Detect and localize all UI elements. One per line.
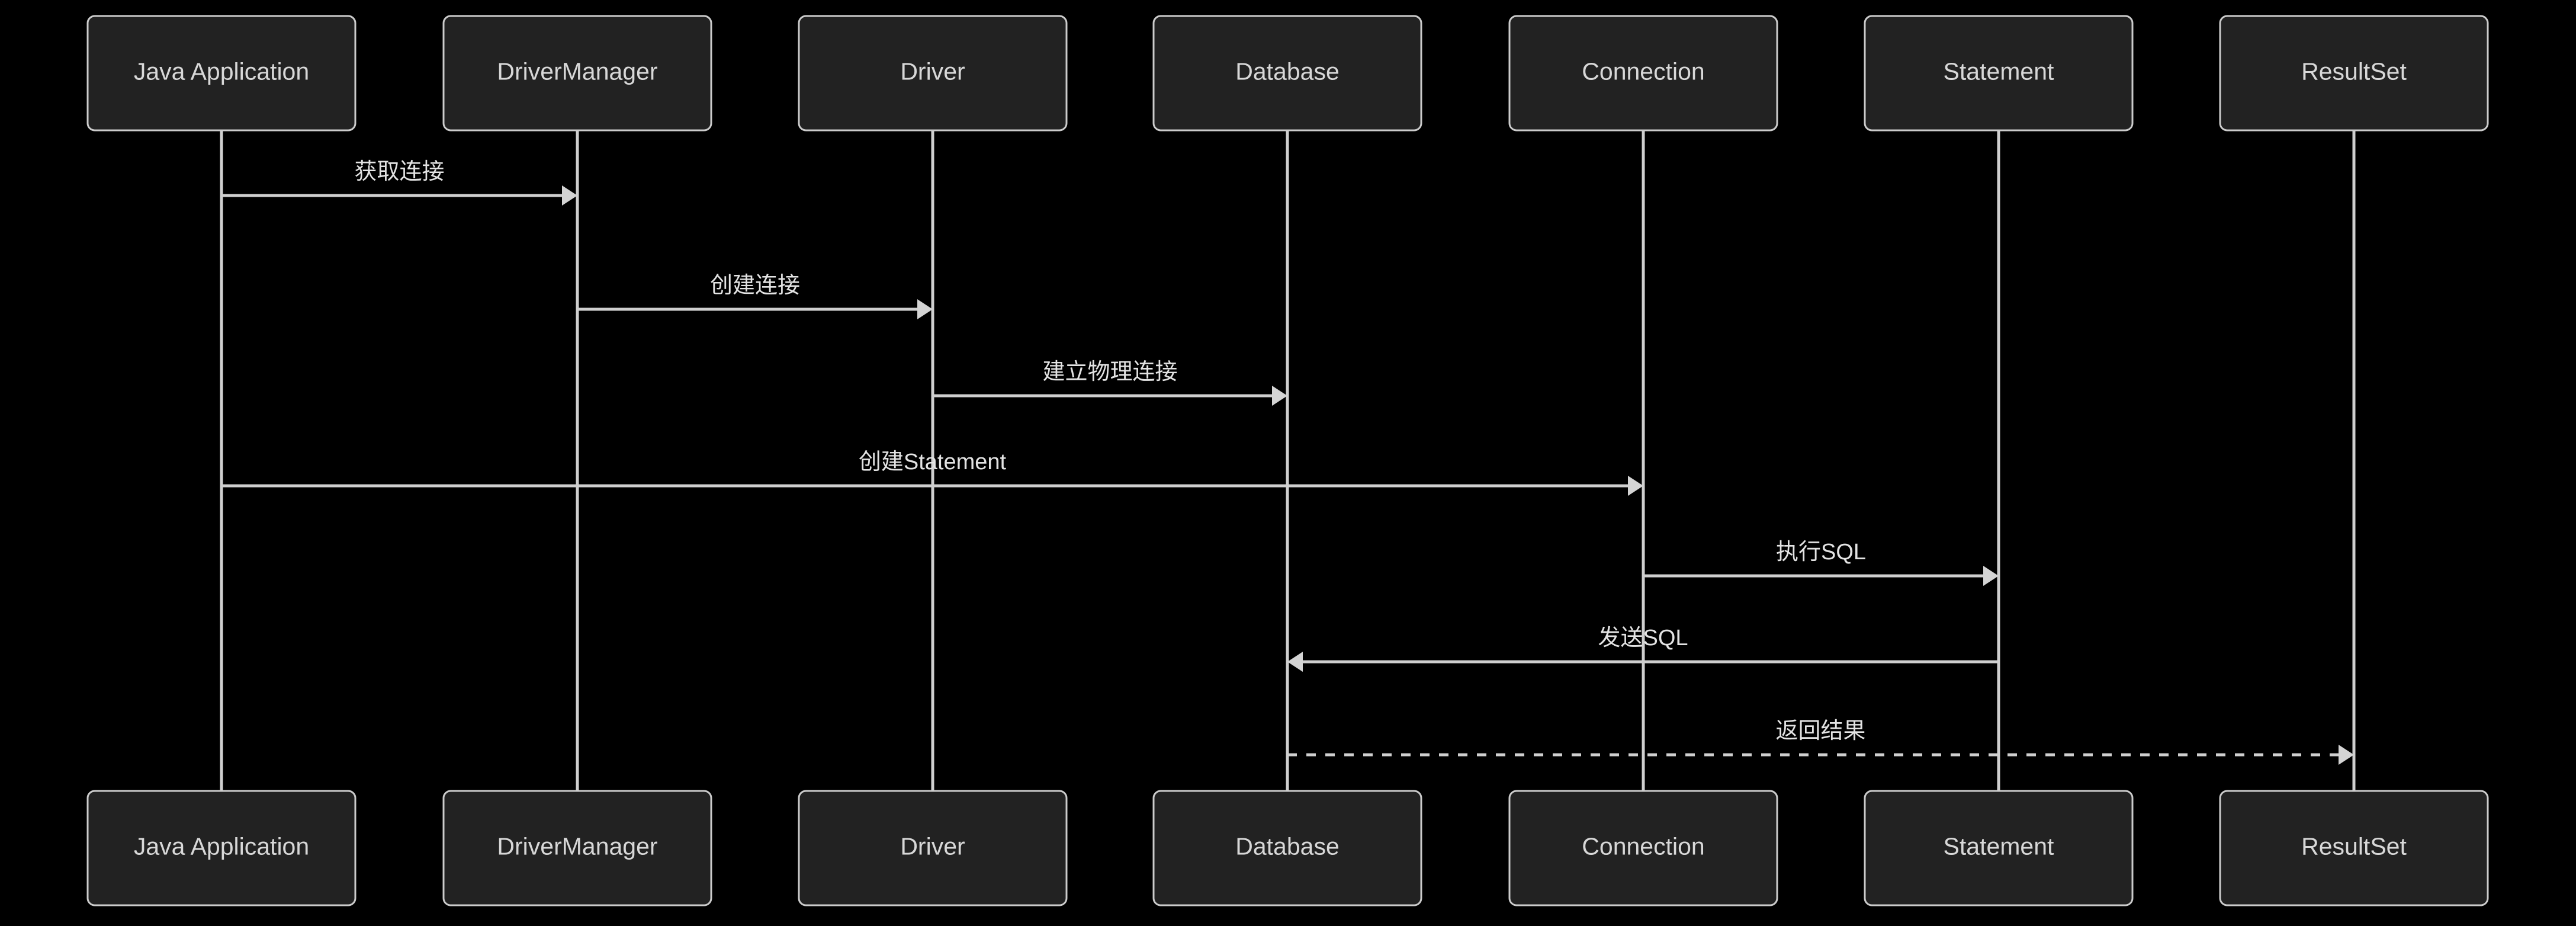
- participant-box: [1864, 790, 2134, 906]
- message-m7[interactable]: 返回结果: [1287, 719, 2354, 765]
- arrow-head-icon: [1983, 566, 1999, 586]
- participant-resultset-top[interactable]: ResultSet: [2219, 15, 2489, 132]
- participant-boxes-top: Java Application DriverManager Driver Datab…: [86, 15, 2489, 132]
- participant-label: Database: [1235, 57, 1340, 85]
- arrow-head-icon: [562, 185, 577, 206]
- participant-box: [1152, 15, 1422, 132]
- message-m4[interactable]: 创建Statement: [221, 450, 1643, 496]
- message-label: 执行SQL: [1776, 540, 1866, 565]
- participant-database-bottom[interactable]: Database: [1152, 790, 1422, 906]
- participant-label: Statement: [1944, 832, 2054, 860]
- message-m3[interactable]: 建立物理连接: [933, 360, 1287, 406]
- arrow-head-icon: [1287, 652, 1303, 672]
- message-label: 发送SQL: [1598, 626, 1688, 651]
- participant-box: [442, 790, 712, 906]
- arrow-head-icon: [917, 299, 933, 319]
- participant-statement-top[interactable]: Statement: [1864, 15, 2134, 132]
- participant-box: [798, 15, 1068, 132]
- message-label: 获取连接: [354, 159, 444, 184]
- participant-app-bottom[interactable]: Java Application: [86, 790, 356, 906]
- participant-driver-bottom[interactable]: Driver: [798, 790, 1068, 906]
- participant-statement-bottom[interactable]: Statement: [1864, 790, 2134, 906]
- participant-label: Driver: [900, 832, 965, 860]
- message-m2[interactable]: 创建连接: [577, 273, 933, 319]
- participant-driver-top[interactable]: Driver: [798, 15, 1068, 132]
- arrow-head-icon: [2339, 745, 2354, 765]
- participant-label: Statement: [1944, 57, 2054, 85]
- message-label: 返回结果: [1775, 719, 1865, 744]
- message-label: 建立物理连接: [1042, 360, 1177, 385]
- participant-label: DriverManager: [497, 57, 657, 85]
- participant-box: [86, 15, 356, 132]
- participant-label: DriverManager: [497, 832, 657, 860]
- arrow-head-icon: [1272, 386, 1287, 406]
- participant-label: Java Application: [134, 57, 309, 85]
- participant-drivermgr-top[interactable]: DriverManager: [442, 15, 712, 132]
- participant-box: [1152, 790, 1422, 906]
- participant-drivermgr-bottom[interactable]: DriverManager: [442, 790, 712, 906]
- participant-box: [2219, 15, 2489, 132]
- participant-box: [442, 15, 712, 132]
- participant-label: Connection: [1582, 57, 1704, 85]
- participant-label: Java Application: [134, 832, 309, 860]
- message-label: 创建连接: [710, 273, 800, 298]
- participant-resultset-bottom[interactable]: ResultSet: [2219, 790, 2489, 906]
- participant-box: [1864, 15, 2134, 132]
- lifelines-layer: [220, 130, 2356, 791]
- message-m1[interactable]: 获取连接: [221, 159, 577, 206]
- participant-label: Connection: [1582, 832, 1704, 860]
- participant-box: [86, 790, 356, 906]
- participant-box: [1508, 15, 1778, 132]
- participant-box: [1508, 790, 1778, 906]
- participant-label: Database: [1235, 832, 1340, 860]
- arrow-head-icon: [1628, 476, 1643, 496]
- message-m6[interactable]: 发送SQL: [1287, 626, 1999, 672]
- participant-box: [2219, 790, 2489, 906]
- participant-app-top[interactable]: Java Application: [86, 15, 356, 132]
- participant-label: ResultSet: [2301, 57, 2407, 85]
- participant-database-top[interactable]: Database: [1152, 15, 1422, 132]
- participant-label: ResultSet: [2301, 832, 2407, 860]
- message-label: 创建Statement: [859, 450, 1007, 475]
- participant-boxes-bottom: Java Application DriverManager Driver Datab…: [86, 790, 2489, 906]
- participant-connection-top[interactable]: Connection: [1508, 15, 1778, 132]
- participant-box: [798, 790, 1068, 906]
- participant-label: Driver: [900, 57, 965, 85]
- participant-connection-bottom[interactable]: Connection: [1508, 790, 1778, 906]
- message-m5[interactable]: 执行SQL: [1643, 540, 1999, 586]
